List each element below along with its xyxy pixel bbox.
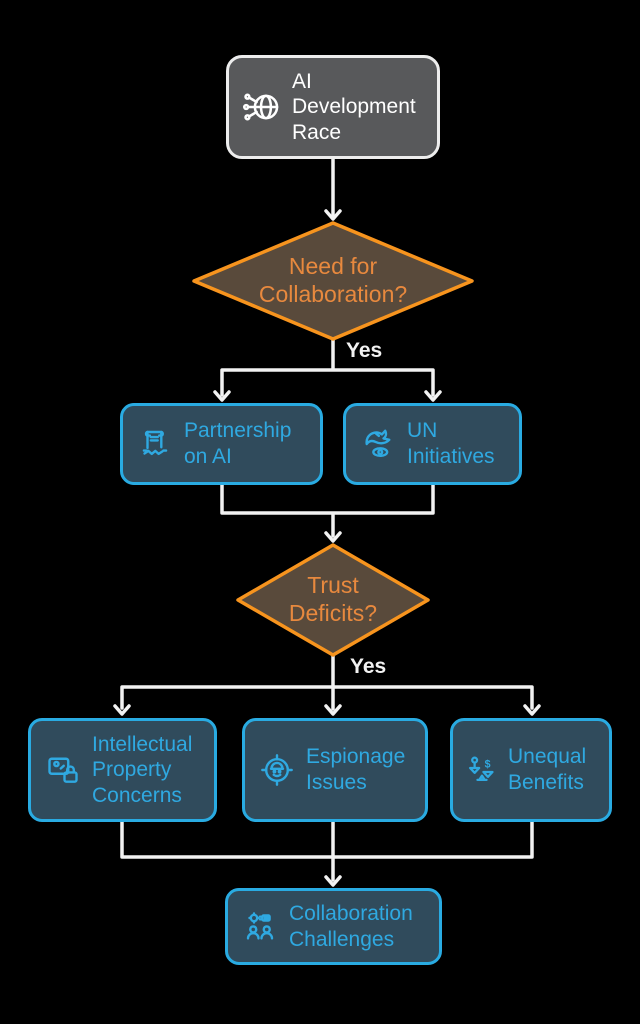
node-un-initiatives: UN Initiatives <box>343 403 522 485</box>
edge-label-yes: Yes <box>350 655 387 678</box>
node-label: UN Initiatives <box>407 419 495 468</box>
arrowhead-down-icon <box>324 209 342 221</box>
arrowhead-down-icon <box>324 531 342 543</box>
node-label: Intellectual Property Concerns <box>92 732 193 807</box>
node-collaboration-challenges: Collaboration Challenges <box>225 888 442 965</box>
arrowhead-down-icon <box>324 875 342 887</box>
node-ai-development-race: AI Development Race <box>226 55 440 159</box>
decision-need-collaboration <box>192 221 474 341</box>
node-unequal-benefits: $ Unequal Benefits <box>450 718 612 822</box>
arrowhead-down-icon <box>424 390 442 402</box>
edge-decision1-branch <box>220 337 435 397</box>
edge-merge-final <box>120 820 534 882</box>
balance-person-dollar-icon: $ <box>468 756 494 782</box>
spy-target-icon <box>261 754 293 786</box>
node-espionage-issues: Espionage Issues <box>242 718 428 822</box>
arrowhead-down-icon <box>213 390 231 402</box>
arrowhead-down-icon <box>523 704 541 716</box>
node-label: Unequal Benefits <box>508 745 587 794</box>
node-label: Partnership on AI <box>184 419 292 468</box>
node-partnership-on-ai: Partnership on AI <box>120 403 323 485</box>
node-label: Espionage Issues <box>306 745 406 794</box>
node-label: AI Development Race <box>292 69 416 144</box>
edge-merge-decision2 <box>220 483 435 538</box>
arrowhead-down-icon <box>113 704 131 716</box>
dove-eye-icon <box>365 429 391 458</box>
node-intellectual-property-concerns: Intellectual Property Concerns <box>28 718 217 822</box>
ai-circuit-globe-icon <box>243 93 279 121</box>
node-label: Collaboration Challenges <box>289 901 413 951</box>
scroll-handshake-icon <box>142 430 168 456</box>
edge-label-yes: Yes <box>346 339 383 362</box>
svg-text:$: $ <box>485 758 491 770</box>
image-lock-icon <box>48 757 78 783</box>
edge-decision2-branch <box>120 653 534 711</box>
decision-trust-deficits <box>236 543 430 657</box>
people-gear-plug-icon <box>246 911 274 940</box>
arrowhead-down-icon <box>324 704 342 716</box>
